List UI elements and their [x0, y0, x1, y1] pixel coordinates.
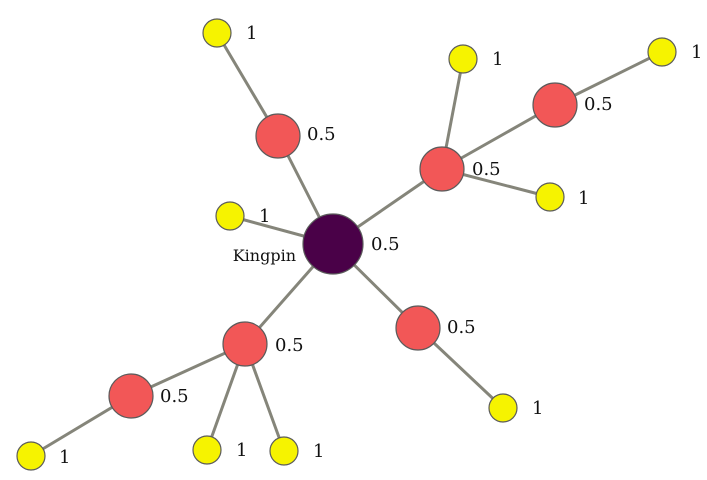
node-red-ne [419, 146, 465, 192]
node-value-label-y-top: 1 [246, 23, 257, 44]
node-y-sw-b [269, 436, 299, 466]
node-value-label-red-far-sw: 0.5 [160, 386, 189, 407]
node-y-ne-low [535, 182, 565, 212]
node-value-label-kingpin: 0.5 [371, 234, 400, 255]
node-value-label-red-ne: 0.5 [472, 159, 501, 180]
node-value-label-red-far-ne: 0.5 [584, 94, 613, 115]
node-value-label-y-sw-b: 1 [313, 441, 324, 462]
node-y-kingpin [215, 201, 245, 231]
node-y-top [202, 18, 232, 48]
node-value-label-red-se: 0.5 [447, 317, 476, 338]
node-y-sw-a [192, 435, 222, 465]
node-y-ne-top [448, 44, 478, 74]
node-red-far-sw [108, 373, 154, 419]
node-y-far-sw [16, 441, 46, 471]
node-value-label-y-kingpin: 1 [259, 206, 270, 227]
node-value-label-red-nw: 0.5 [307, 124, 336, 145]
node-red-se [395, 305, 441, 351]
node-value-label-y-se: 1 [532, 398, 543, 419]
node-value-label-y-ne-low: 1 [578, 188, 589, 209]
node-layer [16, 18, 677, 471]
node-red-nw [255, 113, 301, 159]
node-value-label-y-sw-a: 1 [236, 440, 247, 461]
node-kingpin [302, 213, 364, 275]
node-value-label-y-ne-top: 1 [492, 49, 503, 70]
node-red-sw [222, 321, 268, 367]
node-y-far-ne [647, 37, 677, 67]
node-value-label-y-far-ne: 1 [691, 42, 702, 63]
node-y-se [488, 393, 518, 423]
node-value-label-red-sw: 0.5 [275, 335, 304, 356]
node-value-label-y-far-sw: 1 [59, 447, 70, 468]
node-red-far-ne [532, 82, 578, 128]
node-name-label-kingpin: Kingpin [233, 246, 296, 265]
